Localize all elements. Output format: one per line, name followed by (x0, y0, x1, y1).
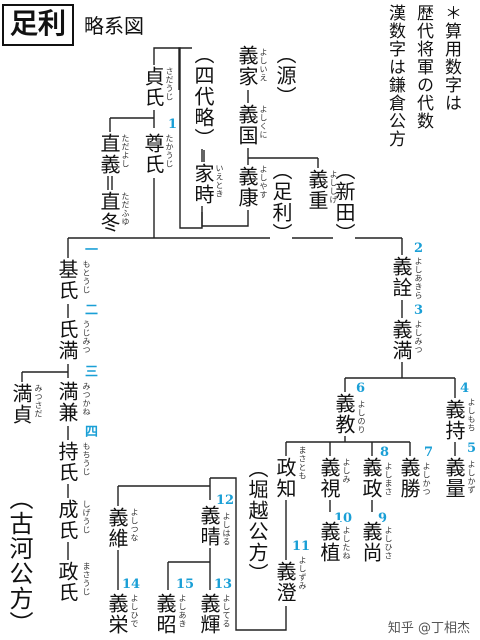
branch-koga: （古河公方） (5, 486, 33, 636)
person-yoshimitsu: 義満 (389, 318, 413, 362)
reading-ujimitsu: うじみつ (82, 320, 91, 354)
reading-tadayoshi: ただよし (121, 134, 130, 168)
person-tadayoshi: 直義 (97, 132, 121, 176)
reading-mitsukane: みつかね (82, 382, 91, 416)
shogun-number-8: 8 (380, 445, 390, 460)
shogun-number-7: 7 (424, 445, 434, 460)
shogun-number-12: 12 (216, 493, 235, 508)
reading-yoshihide: よしひで (130, 594, 139, 628)
person-yoshimasa: 義政 (359, 456, 383, 500)
person-masauji: 政氏 (55, 560, 79, 604)
note-3: 漢数字は鎌倉公方 (385, 4, 405, 148)
reading-yoshiaki: よしあき (178, 594, 187, 628)
reading-yoshiteru: よしてる (222, 594, 231, 628)
reading-motouji: もとうじ (82, 260, 91, 294)
person-yoshikuni: 義国 (235, 103, 259, 147)
branch-nitta: （新田） (332, 160, 356, 244)
shogun-number-4: 4 (460, 381, 470, 396)
reading-yoshizumi: よしずみ (298, 556, 307, 590)
reading-masatomo: まさとも (298, 446, 307, 480)
reading-yoshitsuna: よしつな (130, 508, 139, 542)
person-yoshihide: 義栄 (105, 592, 129, 636)
reading-takauji: たかうじ (165, 134, 174, 168)
shogun-number-9: 9 (378, 511, 388, 526)
reading-ietoki: いえとき (215, 164, 224, 198)
shogun-number-13: 13 (214, 577, 233, 592)
reading-shigeuji: しげうじ (82, 500, 91, 534)
shogun-number-14: 14 (122, 577, 141, 592)
reading-tadafuyu: ただふゆ (121, 192, 130, 226)
person-yoshizumi: 義澄 (273, 560, 297, 604)
page-subtitle: 略系図 (84, 14, 144, 38)
legend-notes: ＊算用数字は 歴代将軍の代数 漢数字は鎌倉公方 (384, 4, 462, 148)
person-shigeuji: 成氏 (55, 498, 79, 542)
kubo-number-3: 三 (85, 365, 99, 380)
person-ujimitsu: 氏満 (55, 318, 79, 362)
reading-yoshimochi: よしもち (467, 398, 476, 432)
note-2: 歴代将軍の代数 (413, 4, 433, 130)
shogun-number-1: 1 (168, 117, 178, 132)
reading-yoshikazu: よしかず (467, 460, 476, 494)
watermark-credit: 知乎 @丁相杰 (387, 621, 470, 636)
reading-mochiuji: もちうじ (82, 442, 91, 476)
shogun-number-2: 2 (414, 241, 424, 256)
reading-yoshiyasu: よしやす (259, 165, 268, 199)
reading-yoshiakira: よしあきら (414, 257, 423, 300)
person-tadafuyu: 直冬 (97, 190, 121, 234)
person-yoshiharu: 義晴 (197, 504, 221, 548)
reading-yoshiharu: よしはる (222, 512, 231, 546)
person-mochiuji: 持氏 (55, 440, 79, 484)
reading-sadauji: さだうじ (165, 67, 174, 101)
kubo-number-4: 四 (85, 425, 99, 440)
person-yoshikazu: 義量 (442, 456, 466, 500)
shogun-number-15: 15 (176, 577, 195, 592)
person-yoshihisa: 義尚 (359, 520, 383, 564)
reading-masauji: まさうじ (82, 562, 91, 596)
person-yoshikatsu: 義勝 (397, 456, 421, 500)
person-yoshitane: 義植 (317, 520, 341, 564)
reading-yoshikuni: よしくに (259, 105, 268, 139)
person-yoshimi: 義視 (317, 456, 341, 500)
shogun-number-3: 3 (414, 303, 424, 318)
reading-yoshimasa: よしまさ (384, 462, 393, 496)
reading-yoshihisa: よしひさ (384, 526, 393, 560)
person-mitsusada: 満貞 (9, 382, 33, 426)
branch-yondairyaku: （四代略） (191, 44, 215, 149)
person-yoshitsuna: 義維 (105, 506, 129, 550)
person-yoshiyasu: 義康 (235, 165, 259, 209)
person-masatomo: 政知 (273, 456, 297, 500)
reading-yoshiie: よしいえ (259, 48, 268, 82)
shogun-number-11: 11 (292, 539, 311, 554)
person-yoshiteru: 義輝 (197, 592, 221, 636)
shogun-number-5: 5 (467, 441, 477, 456)
branch-minamoto: （源） (273, 44, 297, 107)
person-yoshiakira: 義詮 (389, 255, 413, 299)
person-takauji: 尊氏 (141, 132, 165, 176)
reading-yoshishige: よししげ (329, 170, 338, 204)
person-yoshimochi: 義持 (442, 398, 466, 442)
person-mitsukane: 満兼 (55, 380, 79, 424)
reading-yoshinori: よしのり (357, 400, 366, 434)
kubo-number-2: 二 (85, 303, 99, 318)
person-yoshinori: 義教 (332, 392, 356, 436)
person-sadauji: 貞氏 (141, 65, 165, 109)
reading-yoshimi: よしみ (342, 458, 351, 484)
note-1: ＊算用数字は (441, 4, 461, 112)
person-yoshiaki: 義昭 (153, 592, 177, 636)
person-motouji: 基氏 (55, 258, 79, 302)
reading-yoshikatsu: よしかつ (422, 462, 431, 496)
person-ietoki: 家時 (191, 162, 215, 206)
reading-mitsusada: みつさだ (34, 384, 43, 418)
branch-ashikaga: （足利） (269, 160, 293, 244)
person-yoshishige: 義重 (305, 168, 329, 212)
person-yoshiie: 義家 (235, 44, 259, 88)
kubo-number-1: 一 (85, 243, 99, 258)
page-title: 足利 (2, 4, 74, 46)
reading-yoshimitsu: よしみつ (414, 320, 423, 354)
shogun-number-6: 6 (356, 381, 366, 396)
branch-horigoe: （堀越公方） (245, 458, 269, 584)
reading-yoshitane: よしたね (342, 526, 351, 560)
